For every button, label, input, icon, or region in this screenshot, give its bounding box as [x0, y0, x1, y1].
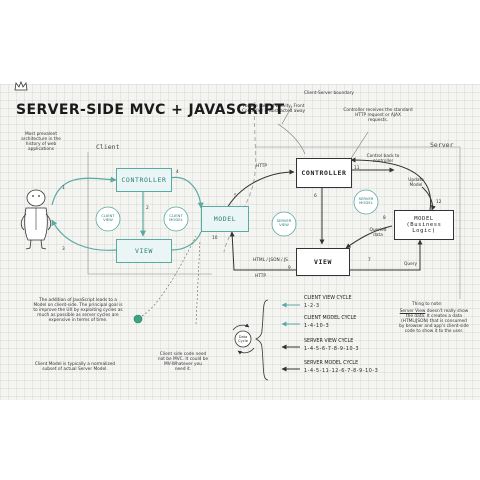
- server-view-cycle-seq: 1-4-5-6-7-8-9-10-3: [304, 347, 360, 352]
- server-region-border: [255, 146, 461, 299]
- server-model-box: MODEL (Business Logic): [394, 210, 454, 240]
- http-response-label: HTTP: [255, 274, 266, 279]
- client-view-cycle-title: CLIENT VIEW CYCLE: [304, 296, 352, 301]
- step-8: 8: [383, 216, 386, 221]
- http-request-label: HTTP: [256, 164, 267, 169]
- step-7: 7: [368, 258, 371, 263]
- client-model-cycle-seq: 1-4-10-3: [304, 324, 330, 329]
- server-view-circle-label: SERVER VIEW: [276, 218, 292, 228]
- arrow-4: [169, 176, 204, 209]
- step-1: 1: [62, 186, 65, 191]
- page-title: SERVER-SIDE MVC + JAVASCRIPT: [16, 102, 285, 118]
- client-code-note: Client side code need not be MVC. It cou…: [157, 352, 209, 373]
- client-model-box: MODEL: [201, 206, 249, 232]
- arrow-8: [345, 225, 393, 249]
- client-region-label: Client: [96, 143, 120, 151]
- data-cycle-label: Data Cycle: [238, 335, 248, 344]
- arrow-control-back: [350, 157, 432, 211]
- thing-to-note-title: Thing to note:: [412, 302, 443, 307]
- client-model-marker: [133, 314, 143, 324]
- server-view-cycle-title: SERVER VIEW CYCLE: [304, 339, 354, 344]
- diagram-lines: [51, 101, 461, 381]
- client-server-boundary: [223, 101, 257, 253]
- query-label: Query: [404, 262, 418, 267]
- step-11: 11: [354, 166, 360, 171]
- step-3: 3: [62, 247, 65, 252]
- client-region-border: [87, 152, 212, 275]
- controller-receives-note: Controller receives the standard HTTP re…: [343, 108, 413, 124]
- client-model-subset-note: Client Model is typically a normalized s…: [34, 362, 116, 373]
- brevity-note: For the sake of brevity, Front Controlle…: [241, 104, 306, 115]
- arrow-model-view: [171, 231, 202, 251]
- server-region-label: Server: [430, 141, 454, 149]
- client-view-box: VIEW: [116, 239, 172, 263]
- client-model-cycle-title: CLIENT MODEL CYCLE: [304, 316, 357, 321]
- thing-to-note-body: Server View doesn't really show the data…: [394, 309, 474, 334]
- arrow-1: [51, 176, 117, 206]
- server-view-emphasis: Server View: [399, 309, 426, 314]
- client-model-circle-label: CLIENT MODEL: [169, 213, 183, 223]
- javascript-addition-note: The addition of JavaScript leads to a Mo…: [33, 298, 123, 324]
- server-model-circle-label: SERVER MODEL: [358, 196, 374, 206]
- step-5: 5: [234, 194, 237, 199]
- server-model-cycle-seq: 1-4-5-11-12-6-7-8-9-10-3: [304, 369, 379, 374]
- step-6: 6: [314, 194, 317, 199]
- server-controller-box: CONTROLLER: [296, 158, 352, 188]
- step-10: 10: [212, 236, 218, 241]
- client-view-cycle-seq: 1-2-3: [304, 304, 320, 309]
- boundary-note: Client-Server boundary: [304, 91, 354, 96]
- user-figure-icon: [20, 189, 52, 250]
- arrow-7: [349, 239, 423, 271]
- control-back-label: Control back to controller: [366, 154, 400, 165]
- queried-data-label: Queried data: [369, 228, 387, 239]
- step-9: 9: [288, 266, 291, 271]
- client-view-circle-label: CLIENT VIEW: [101, 213, 115, 223]
- thing-to-note-text: doesn't really show the data. It creates…: [399, 309, 469, 335]
- server-view-box: VIEW: [296, 248, 350, 276]
- update-model-label: Update Model: [408, 178, 424, 189]
- server-model-cycle-title: SERVER MODEL CYCLE: [304, 361, 359, 366]
- step-12: 12: [436, 200, 442, 205]
- cycles-brace: [255, 299, 269, 381]
- prevalent-note: Most prevalent architecture in the histo…: [21, 132, 61, 153]
- arrow-5: [225, 169, 295, 211]
- crown-icon: [14, 80, 28, 91]
- arrow-9: [229, 231, 296, 271]
- step-2: 2: [146, 206, 149, 211]
- step-4: 4: [176, 170, 179, 175]
- html-json-label: HTML / JSON / JS: [253, 258, 288, 263]
- diagram-canvas: Most prevalent architecture in the histo…: [0, 84, 480, 400]
- client-controller-box: CONTROLLER: [116, 168, 172, 192]
- arrow-3: [51, 219, 117, 251]
